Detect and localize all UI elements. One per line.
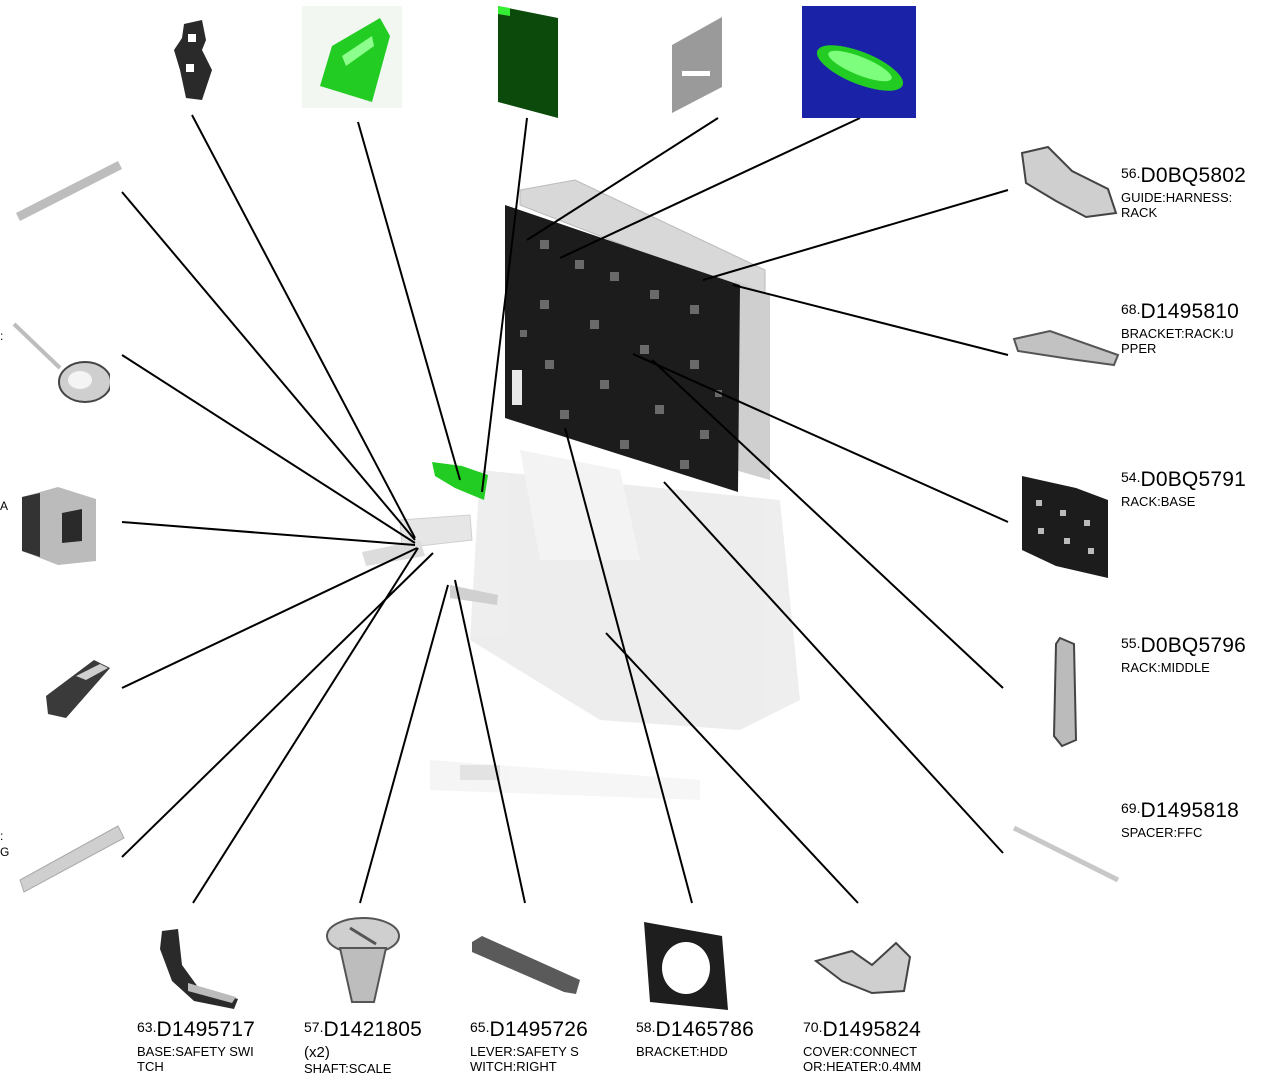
part-thumb-bracket-block-icon xyxy=(22,487,96,565)
part-number: 56. xyxy=(1121,165,1141,181)
part-number: 70. xyxy=(803,1019,823,1035)
edge-fragment-2: A xyxy=(0,499,9,513)
part-thumb-rack-middle-icon xyxy=(1052,636,1078,748)
part-description: GUIDE:HARNESS: RACK xyxy=(1121,190,1233,221)
part-label-63[interactable]: 63.D1495717 BASE:SAFETY SWI TCH xyxy=(137,1018,297,1075)
part-thumb-blue-highlight-icon xyxy=(802,6,916,118)
part-label-54[interactable]: 54.D0BQ5791 RACK:BASE xyxy=(1121,468,1267,510)
part-label-70[interactable]: 70.D1495824 COVER:CONNECT OR:HEATER:0.4M… xyxy=(803,1018,963,1075)
part-quantity: (x2) xyxy=(304,1044,330,1062)
part-thumb-scale-shaft-icon xyxy=(326,917,400,1003)
part-code: D1495717 xyxy=(156,1018,255,1041)
part-code: D0BQ5791 xyxy=(1140,468,1246,491)
part-number: 54. xyxy=(1121,469,1141,485)
part-thumb-gray-plate-icon xyxy=(672,17,722,113)
part-label-65[interactable]: 65.D1495726 LEVER:SAFETY S WITCH:RIGHT xyxy=(470,1018,630,1075)
part-description: RACK:BASE xyxy=(1121,494,1196,510)
part-number: 65. xyxy=(470,1019,490,1035)
part-thumb-rack-upper-bracket-icon xyxy=(1012,329,1120,367)
part-code: D0BQ5796 xyxy=(1140,634,1246,657)
part-code: D1465786 xyxy=(655,1018,754,1041)
part-thumb-ffc-spacer-icon xyxy=(1012,825,1120,883)
part-description: BRACKET:RACK:U PPER xyxy=(1121,326,1234,357)
part-code: D1421805 xyxy=(323,1018,422,1041)
part-description: SHAFT:SCALE xyxy=(304,1061,392,1077)
part-number: 63. xyxy=(137,1019,157,1035)
edge-fragment-1: : xyxy=(0,329,4,343)
part-thumb-safety-lever-icon xyxy=(472,936,580,994)
part-code: D1495824 xyxy=(822,1018,921,1041)
part-label-55[interactable]: 55.D0BQ5796 RACK:MIDDLE xyxy=(1121,634,1267,676)
part-thumb-switch-base-icon xyxy=(174,20,212,100)
part-number: 58. xyxy=(636,1019,656,1035)
part-thumb-hdd-bracket-icon xyxy=(644,922,728,1010)
part-label-57[interactable]: 57.D1421805 (x2) SHAFT:SCALE xyxy=(304,1018,464,1077)
part-thumb-small-part-icon xyxy=(46,660,110,718)
part-thumb-roller-icon xyxy=(12,322,110,403)
part-label-69[interactable]: 69.D1495818 SPACER:FFC xyxy=(1121,799,1267,841)
part-code: D1495818 xyxy=(1140,799,1239,822)
part-number: 57. xyxy=(304,1019,324,1035)
part-code: D0BQ5802 xyxy=(1140,164,1246,187)
edge-fragment-4: G xyxy=(0,845,10,859)
part-number: 55. xyxy=(1121,635,1141,651)
part-description: RACK:MIDDLE xyxy=(1121,660,1210,676)
part-label-56[interactable]: 56.D0BQ5802 GUIDE:HARNESS: RACK xyxy=(1121,164,1267,221)
part-description: SPACER:FFC xyxy=(1121,825,1203,841)
part-thumb-green-board-icon xyxy=(302,6,402,108)
part-description: BASE:SAFETY SWI TCH xyxy=(137,1044,254,1075)
part-thumb-dark-green-panel-icon xyxy=(498,6,558,118)
part-thumb-rod-icon xyxy=(16,161,122,221)
part-code: D1495810 xyxy=(1140,300,1239,323)
part-description: BRACKET:HDD xyxy=(636,1044,728,1060)
part-number: 69. xyxy=(1121,800,1141,816)
part-thumb-connector-cover-icon xyxy=(813,941,912,995)
part-description: LEVER:SAFETY S WITCH:RIGHT xyxy=(470,1044,579,1075)
edge-fragment-3: : xyxy=(0,829,4,843)
part-label-58[interactable]: 58.D1465786 BRACKET:HDD xyxy=(636,1018,796,1060)
part-thumb-safety-switch-base-icon xyxy=(160,929,238,1009)
rack-board xyxy=(505,205,740,492)
part-label-68[interactable]: 68.D1495810 BRACKET:RACK:U PPER xyxy=(1121,300,1267,357)
part-description: COVER:CONNECT OR:HEATER:0.4MM xyxy=(803,1044,922,1075)
part-number: 68. xyxy=(1121,301,1141,317)
part-code: D1495726 xyxy=(489,1018,588,1041)
part-thumb-harness-guide-icon xyxy=(1020,145,1118,219)
part-thumb-long-bar-icon xyxy=(19,825,125,893)
part-thumb-rack-base-icon xyxy=(1022,476,1108,578)
